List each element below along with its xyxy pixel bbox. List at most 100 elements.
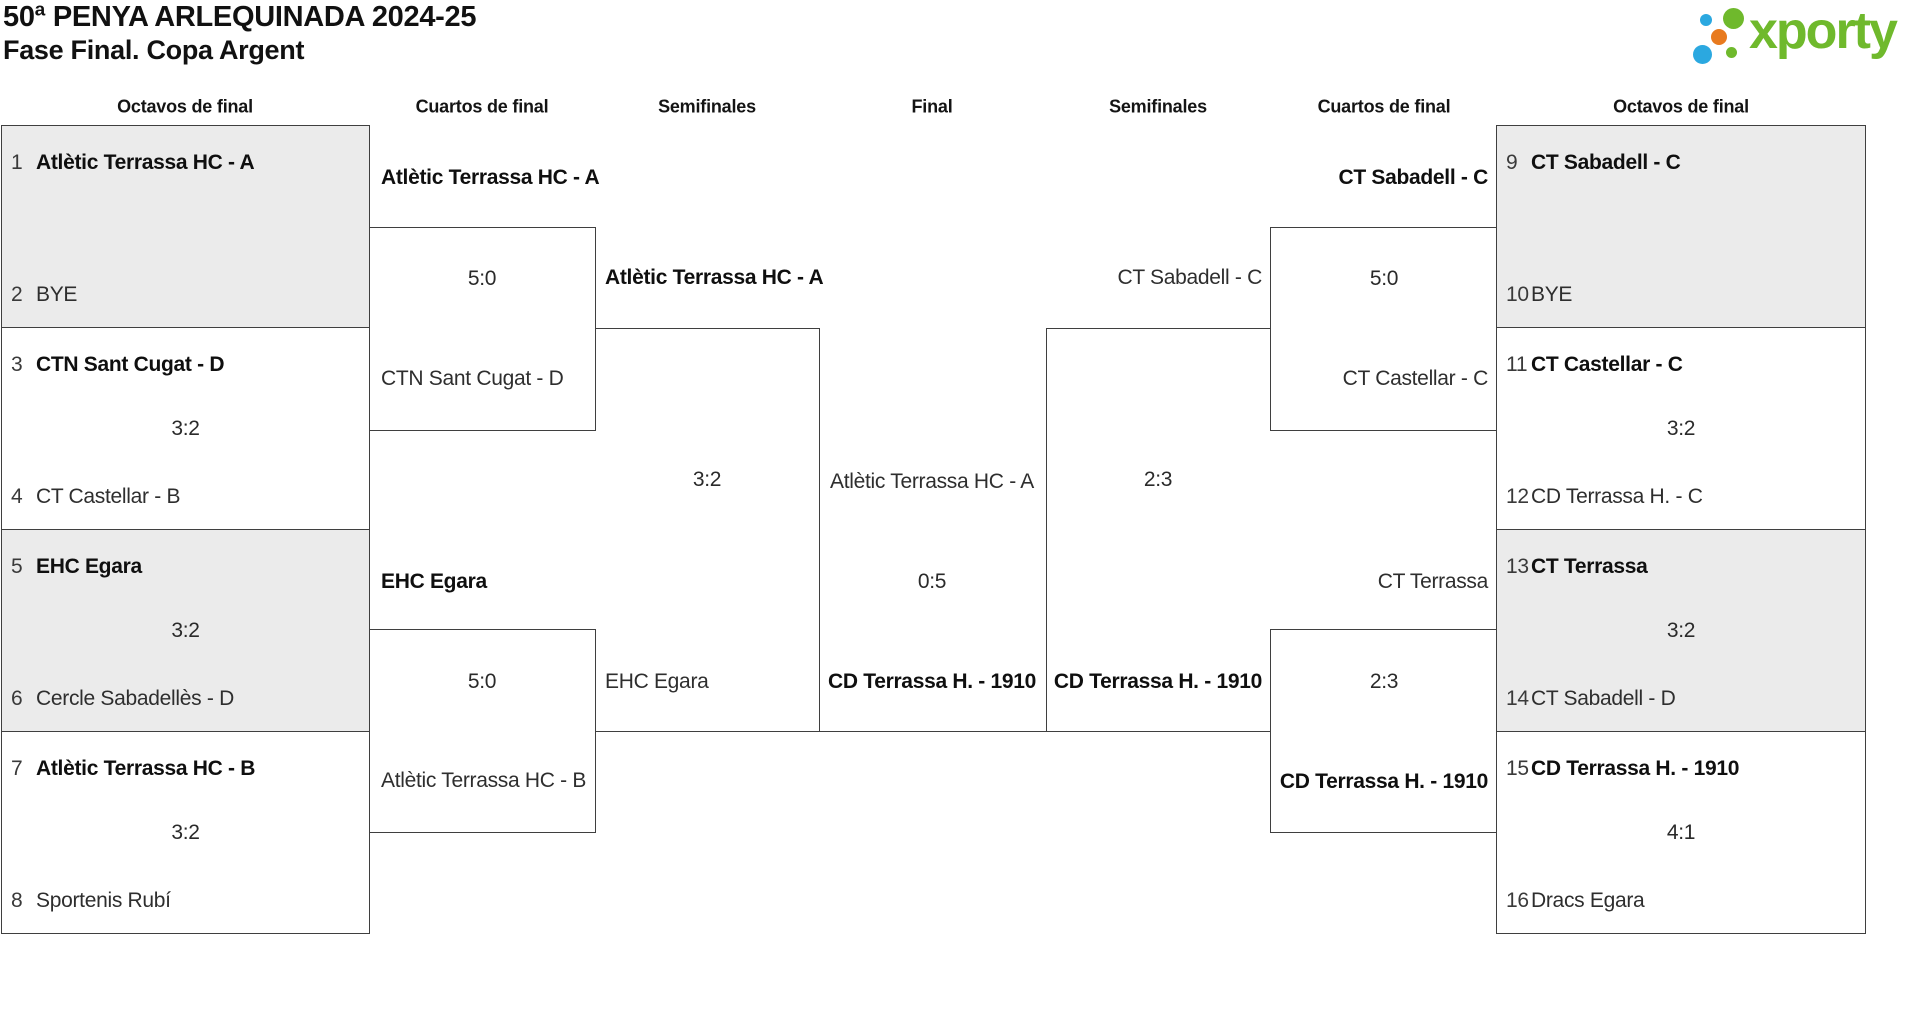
seed-number: 7 [11, 757, 23, 780]
team-name: Atlètic Terrassa HC - A [36, 151, 255, 174]
sf-team-label: CT Sabadell - C [1117, 266, 1262, 289]
match-score: 3:2 [1666, 619, 1696, 642]
seed-number: 5 [11, 555, 23, 578]
final-team-label: Atlètic Terrassa HC - A [830, 470, 1034, 493]
logo-dot-green-large [1723, 8, 1744, 29]
sf1-connector [595, 328, 820, 732]
qf1-connector [369, 227, 596, 431]
qf-team-label: CTN Sant Cugat - D [381, 367, 564, 390]
round-header-cuartos-left: Cuartos de final [415, 96, 549, 117]
sf-team-label: Atlètic Terrassa HC - A [605, 266, 824, 289]
seed-number: 1 [11, 151, 23, 174]
r16-match-3-4: 3 CTN Sant Cugat - D 3:2 4 CT Castellar - … [1, 327, 370, 530]
team-name: Cercle Sabadellès - D [36, 687, 234, 710]
qf-score-label: 5:0 [467, 267, 497, 290]
seed-row: 5 EHC Egara [11, 555, 363, 579]
round-header-octavos-left: Octavos de final [117, 96, 253, 117]
match-score: 3:2 [171, 821, 200, 844]
round-header-final: Final [911, 96, 953, 117]
team-name: Sportenis Rubí [36, 889, 171, 912]
team-name: CD Terrassa H. - 1910 [1531, 757, 1740, 780]
match-score: 3:2 [171, 417, 200, 440]
qf-team-label: CT Sabadell - C [1338, 166, 1488, 189]
team-name: CT Terrassa [1531, 555, 1648, 578]
seed-number: 13 [1506, 555, 1529, 578]
round-header-cuartos-right: Cuartos de final [1317, 96, 1451, 117]
seed-number: 10 [1506, 283, 1529, 306]
match-score: 3:2 [171, 619, 200, 642]
team-name: CT Sabadell - D [1531, 687, 1676, 710]
qf-score-label: 2:3 [1369, 670, 1399, 693]
round-header-octavos-right: Octavos de final [1613, 96, 1749, 117]
qf-team-label: CT Terrassa [1377, 570, 1489, 593]
seed-row: 2 BYE [11, 283, 363, 307]
final-baseline [819, 731, 1047, 732]
team-name: CD Terrassa H. - C [1531, 485, 1703, 508]
qf4-connector [1270, 629, 1497, 833]
qf-team-label: Atlètic Terrassa HC - B [381, 769, 587, 792]
seed-number: 4 [11, 485, 23, 508]
qf-team-label: CD Terrassa H. - 1910 [1279, 770, 1488, 793]
seed-number: 2 [11, 283, 23, 306]
team-name: CT Castellar - C [1531, 353, 1683, 376]
xporty-logo-text: xporty [1749, 2, 1898, 60]
r16-match-1-2: 1 Atlètic Terrassa HC - A 2 BYE [1, 125, 370, 328]
seed-number: 3 [11, 353, 23, 376]
seed-number: 12 [1506, 485, 1529, 508]
r16-match-5-6: 5 EHC Egara 3:2 6 Cercle Sabadellès - D [1, 529, 370, 732]
seed-number: 16 [1506, 889, 1529, 912]
seed-row: 4 CT Castellar - B [11, 485, 363, 509]
qf-team-label: Atlètic Terrassa HC - A [381, 166, 600, 189]
team-name: BYE [1531, 283, 1573, 306]
match-score: 3:2 [1666, 417, 1696, 440]
qf-team-label: CT Castellar - C [1342, 367, 1489, 390]
final-team-label: CD Terrassa H. - 1910 [827, 670, 1037, 693]
seed-number: 14 [1506, 687, 1529, 710]
page-subtitle: Fase Final. Copa Argent [3, 35, 305, 65]
seed-row: 6 Cercle Sabadellès - D [11, 687, 363, 711]
page-title: 50ª PENYA ARLEQUINADA 2024-25 [3, 1, 477, 33]
seed-row: 9 CT Sabadell - C [1506, 151, 1859, 175]
qf-score-label: 5:0 [1369, 267, 1399, 290]
round-header-semis-left: Semifinales [658, 96, 756, 117]
qf2-connector [369, 629, 596, 833]
sf-score-label: 3:2 [692, 468, 722, 491]
qf-team-label: EHC Egara [381, 570, 487, 593]
team-name: CT Sabadell - C [1531, 151, 1681, 174]
match-score: 4:1 [1666, 821, 1696, 844]
logo-dot-blue-large [1693, 45, 1712, 64]
logo-dot-orange [1711, 29, 1727, 45]
seed-number: 6 [11, 687, 23, 710]
sf2-connector [1046, 328, 1271, 732]
seed-number: 8 [11, 889, 23, 912]
qf3-connector [1270, 227, 1497, 431]
team-name: CTN Sant Cugat - D [36, 353, 225, 376]
team-name: BYE [36, 283, 78, 306]
round-header-semis-right: Semifinales [1109, 96, 1207, 117]
sf-team-label: EHC Egara [605, 670, 709, 693]
seed-number: 9 [1506, 151, 1518, 174]
sf-score-label: 2:3 [1143, 468, 1173, 491]
seed-number: 11 [1506, 353, 1528, 376]
seed-row: 3 CTN Sant Cugat - D [11, 353, 363, 377]
team-name: EHC Egara [36, 555, 142, 578]
qf-score-label: 5:0 [467, 670, 497, 693]
seed-row: 8 Sportenis Rubí [11, 889, 363, 913]
team-name: Dracs Egara [1531, 889, 1645, 912]
final-score-label: 0:5 [917, 570, 947, 593]
logo-dot-green-small [1726, 47, 1737, 58]
team-name: CT Castellar - B [36, 485, 181, 508]
